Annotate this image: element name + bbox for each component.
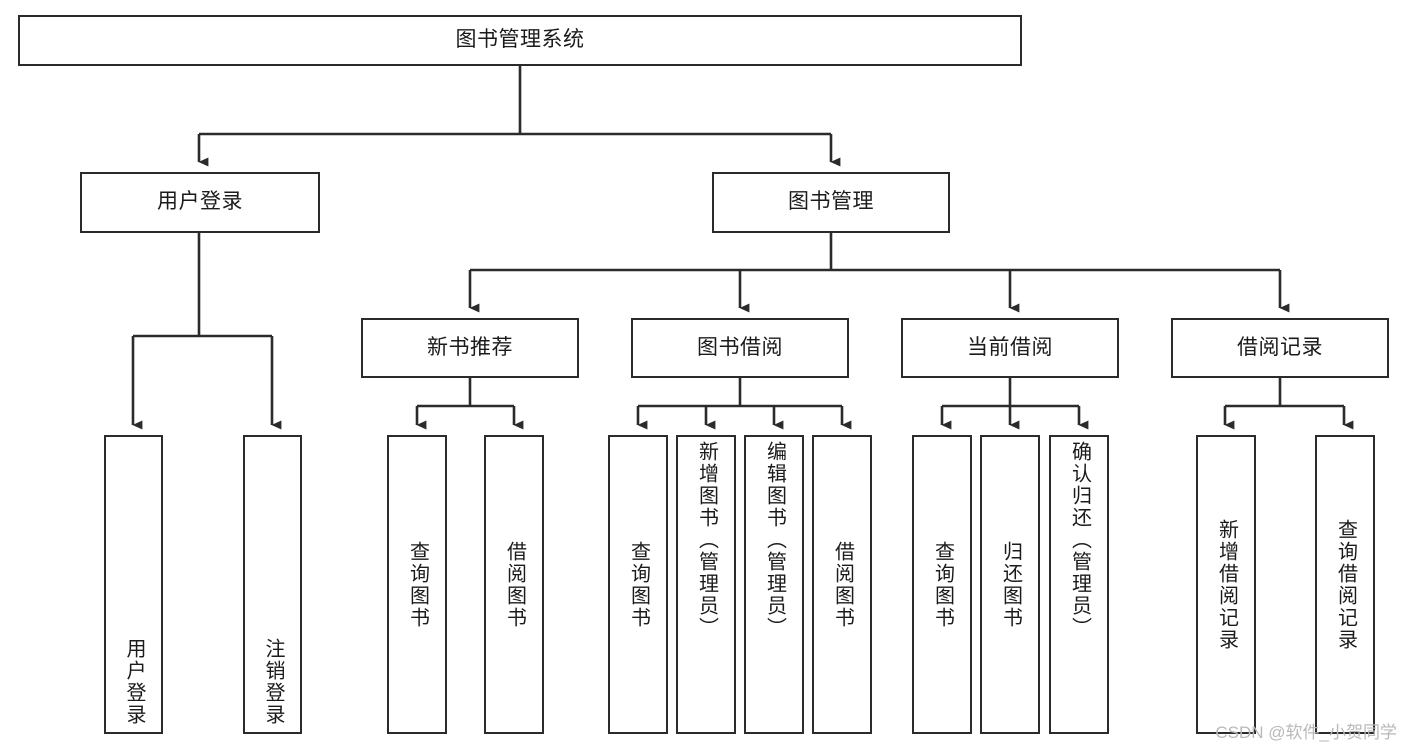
node-label: 借阅图书 <box>831 540 854 629</box>
node-label: 新增图书（管理员） <box>695 441 718 639</box>
leaf-book-borrow-add-book-admin[interactable]: 新增图书（管理员） <box>676 435 736 734</box>
csdn-watermark: CSDN @软件_小贺同学 <box>1215 723 1397 742</box>
node-label: 查询图书 <box>931 540 954 629</box>
leaf-book-borrow-edit-book-admin[interactable]: 编辑图书（管理员） <box>744 435 804 734</box>
node-label: 查询借阅记录 <box>1334 518 1357 651</box>
node-label: 用户登录 <box>157 190 243 214</box>
node-label: 注销登录 <box>262 638 284 726</box>
node-label: 归还图书 <box>999 540 1022 629</box>
node-root-book-management-system[interactable]: 图书管理系统 <box>18 15 1022 66</box>
node-label: 查询图书 <box>406 540 429 629</box>
node-book-borrowing[interactable]: 图书借阅 <box>631 318 849 378</box>
node-user-login[interactable]: 用户登录 <box>80 172 320 233</box>
node-label: 编辑图书（管理员） <box>763 441 786 639</box>
node-current-borrowing[interactable]: 当前借阅 <box>901 318 1119 378</box>
node-label: 新增借阅记录 <box>1215 518 1238 651</box>
leaf-borrow-record-query-record[interactable]: 查询借阅记录 <box>1315 435 1375 734</box>
node-book-management[interactable]: 图书管理 <box>712 172 950 233</box>
node-label: 借阅记录 <box>1237 335 1323 359</box>
node-label: 新书推荐 <box>427 335 513 359</box>
node-label: 图书管理 <box>788 190 874 214</box>
node-label: 图书借阅 <box>697 335 783 359</box>
node-label: 查询图书 <box>627 540 650 629</box>
leaf-book-borrow-query-books[interactable]: 查询图书 <box>608 435 668 734</box>
leaf-current-borrow-confirm-return-admin[interactable]: 确认归还（管理员） <box>1049 435 1109 734</box>
node-label: 图书管理系统 <box>455 28 585 52</box>
node-borrowing-records[interactable]: 借阅记录 <box>1171 318 1389 378</box>
node-label: 确认归还（管理员） <box>1068 441 1091 639</box>
leaf-new-book-query-books[interactable]: 查询图书 <box>387 435 447 734</box>
leaf-new-book-borrow-books[interactable]: 借阅图书 <box>484 435 544 734</box>
node-label: 用户登录 <box>123 638 145 726</box>
leaf-user-login-signout[interactable]: 注销登录 <box>243 435 302 734</box>
node-new-book-recommendation[interactable]: 新书推荐 <box>361 318 579 378</box>
node-label: 当前借阅 <box>967 335 1053 359</box>
node-label: 借阅图书 <box>503 540 526 629</box>
leaf-current-borrow-query-books[interactable]: 查询图书 <box>912 435 972 734</box>
leaf-current-borrow-return-books[interactable]: 归还图书 <box>980 435 1040 734</box>
leaf-book-borrow-borrow-books[interactable]: 借阅图书 <box>812 435 872 734</box>
leaf-borrow-record-add-record[interactable]: 新增借阅记录 <box>1196 435 1256 734</box>
leaf-user-login-signin[interactable]: 用户登录 <box>104 435 163 734</box>
